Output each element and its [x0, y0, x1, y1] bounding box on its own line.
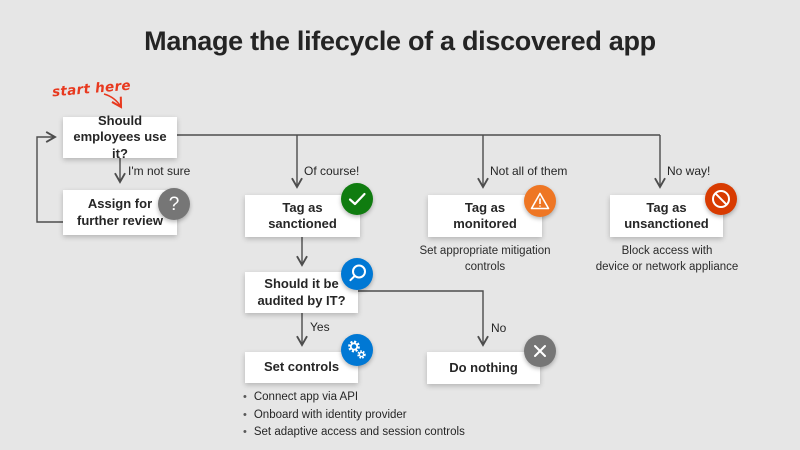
node-do-nothing: Do nothing [427, 352, 540, 384]
bullet-item: • Onboard with identity provider [243, 408, 407, 421]
search-icon [341, 258, 373, 290]
gears-icon [341, 334, 373, 366]
edge-review-loop [36, 131, 63, 223]
node-should-employees-use-it: Should employees use it? [63, 113, 177, 161]
edge-label-not-all: Not all of them [490, 164, 568, 178]
node-tag-as-unsanctioned: Tag as unsanctioned [610, 195, 723, 237]
edge-label-no-way: No way! [667, 164, 711, 178]
page-title: Manage the lifecycle of a discovered app [144, 26, 656, 56]
node-label: Tag as monitored [453, 199, 517, 231]
question-icon: ? [158, 188, 190, 220]
start-here-arrow [103, 93, 123, 109]
node-label: Should it be audited by IT? [257, 276, 346, 308]
bullet-item: • Connect app via API [243, 391, 359, 403]
x-icon [524, 335, 556, 367]
bullet-item: • Set adaptive access and session contro… [243, 426, 465, 438]
edge-label-of-course: Of course! [304, 164, 360, 178]
edge-label-not-sure: I'm not sure [128, 164, 191, 178]
node-should-it-be-audited: Should it be audited by IT? [245, 272, 358, 313]
node-label: Set controls [263, 359, 340, 375]
block-icon [705, 183, 737, 215]
edge-label-no: No [491, 321, 507, 335]
check-icon [341, 183, 373, 215]
edge-label-yes: Yes [310, 320, 330, 334]
node-tag-as-monitored: Tag as monitored [428, 195, 542, 237]
node-label: Tag as sanctioned [268, 199, 337, 231]
node-set-controls: Set controls [245, 352, 358, 383]
note-unsanctioned: Block access with device or network appl… [595, 245, 739, 273]
edge-audit-no [358, 290, 489, 347]
node-tag-as-sanctioned: Tag as sanctioned [245, 195, 360, 237]
warning-icon [524, 185, 556, 217]
set-controls-bullets: • Connect app via API • Onboard with ide… [243, 391, 465, 444]
node-label: Tag as unsanctioned [624, 199, 709, 231]
node-label: Assign for further review [77, 196, 163, 228]
note-monitored: Set appropriate mitigation controls [419, 245, 551, 273]
node-assign-for-further-review: Assign for further review [63, 190, 177, 235]
node-label: Should employees use it? [73, 113, 167, 161]
node-label: Do nothing [449, 359, 518, 375]
